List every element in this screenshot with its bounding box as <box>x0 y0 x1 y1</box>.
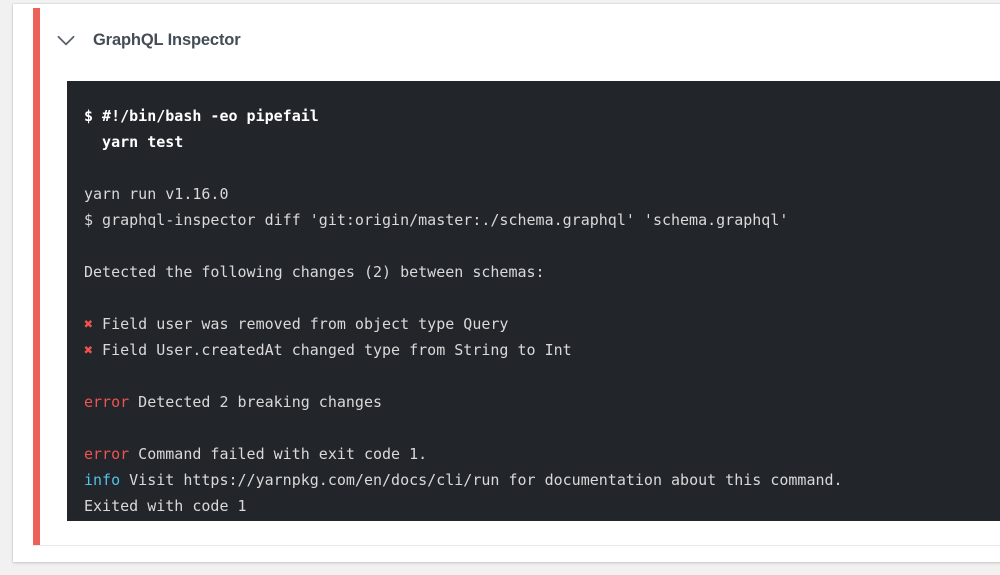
log-line-info: info Visit https://yarnpkg.com/en/docs/c… <box>84 467 1000 493</box>
check-title: GraphQL Inspector <box>93 30 241 49</box>
log-line-text: Command failed with exit code 1. <box>129 445 428 463</box>
log-line-text: Detected 2 breaking changes <box>129 393 383 411</box>
log-line <box>84 285 1000 311</box>
cross-mark-icon: ✖ <box>84 341 94 359</box>
log-terminal[interactable]: $ #!/bin/bash -eo pipefail yarn test yar… <box>67 81 1000 521</box>
log-line-text: Field user was removed from object type … <box>93 315 509 333</box>
log-line-output: Exited with code 1 <box>84 497 247 515</box>
status-stripe-failure <box>33 8 40 545</box>
log-line <box>84 363 1000 389</box>
log-line-breaking-change: ✖ Field User.createdAt changed type from… <box>84 337 1000 363</box>
cross-mark-icon: ✖ <box>84 315 94 333</box>
log-line-output: $ graphql-inspector diff 'git:origin/mas… <box>84 211 789 229</box>
log-line-error: error Detected 2 breaking changes <box>84 389 1000 415</box>
chevron-down-icon[interactable] <box>53 27 79 53</box>
log-line-command: yarn test <box>84 133 184 151</box>
log-line <box>84 155 1000 181</box>
log-line-output: Detected the following changes (2) betwe… <box>84 263 545 281</box>
error-label: error <box>84 393 130 411</box>
log-line-breaking-change: ✖ Field user was removed from object typ… <box>84 311 1000 337</box>
log-line <box>84 233 1000 259</box>
check-header[interactable]: GraphQL Inspector <box>53 18 241 62</box>
check-run-card: GraphQL Inspector $ #!/bin/bash -eo pipe… <box>13 4 1000 562</box>
log-line-text: Visit https://yarnpkg.com/en/docs/cli/ru… <box>120 471 843 489</box>
log-line-command: $ #!/bin/bash -eo pipefail <box>84 107 319 125</box>
card-divider <box>33 545 1000 546</box>
log-line-error: error Command failed with exit code 1. <box>84 441 1000 467</box>
info-label: info <box>84 471 121 489</box>
log-line-text: Field User.createdAt changed type from S… <box>93 341 572 359</box>
error-label: error <box>84 445 130 463</box>
log-output: $ #!/bin/bash -eo pipefail yarn test yar… <box>84 103 1000 519</box>
log-line <box>84 415 1000 441</box>
log-line-output: yarn run v1.16.0 <box>84 185 229 203</box>
